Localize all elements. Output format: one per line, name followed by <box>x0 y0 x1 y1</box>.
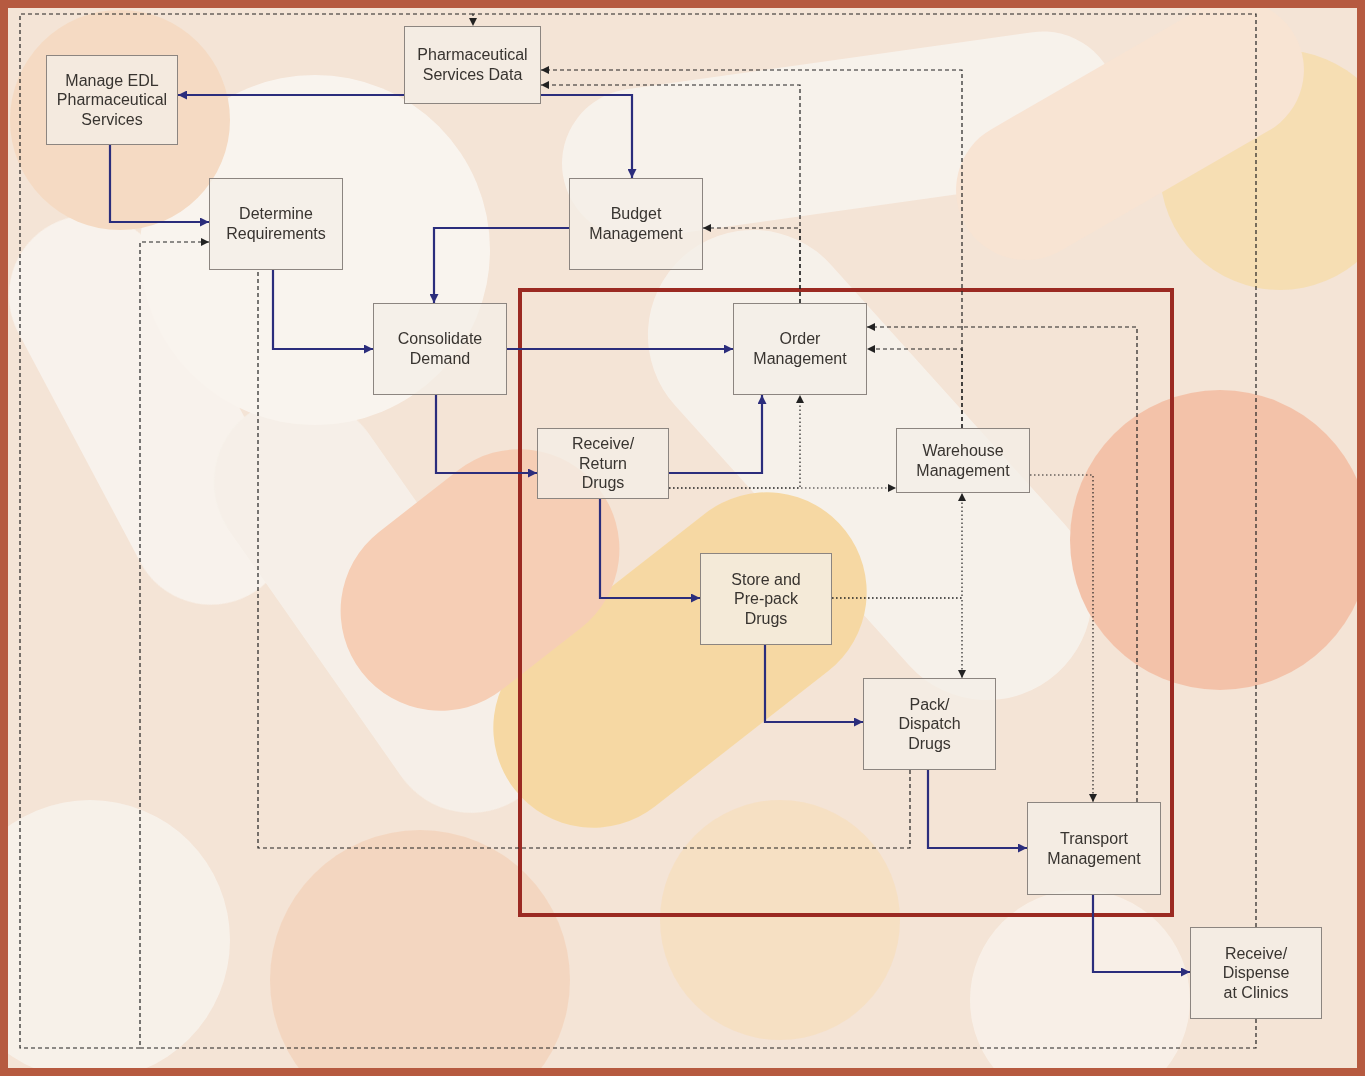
flow-arrow <box>178 94 404 96</box>
information-arrow <box>867 349 962 428</box>
flow-arrow <box>436 395 537 473</box>
information-arrow <box>669 487 896 488</box>
box-label: Warehouse Management <box>903 441 1023 480</box>
information-arrow <box>1030 475 1093 802</box>
process-box: Consolidate Demand <box>373 303 507 395</box>
information-arrow <box>832 598 962 678</box>
information-arrow <box>703 228 800 303</box>
flow-arrow <box>273 270 373 349</box>
box-label: Receive/ Dispense at Clinics <box>1216 944 1296 1003</box>
information-arrow <box>541 85 800 303</box>
information-arrow <box>541 70 962 428</box>
process-box: Pharmaceutical Services Data <box>404 26 541 104</box>
process-box: Warehouse Management <box>896 428 1030 493</box>
flow-arrow <box>765 645 863 722</box>
process-box: Manage EDL Pharmaceutical Services <box>46 55 178 145</box>
flow-arrow <box>507 348 733 350</box>
process-box: Store and Pre-pack Drugs <box>700 553 832 645</box>
information-arrow <box>669 395 800 488</box>
box-label: Consolidate Demand <box>380 329 500 368</box>
process-box: Transport Management <box>1027 802 1161 895</box>
box-label: Order Management <box>740 329 860 368</box>
flow-arrow <box>541 95 632 178</box>
information-arrow <box>258 270 910 848</box>
flow-arrow <box>1093 895 1190 972</box>
feedback-loop-line <box>20 14 473 1048</box>
process-box: Receive/ Dispense at Clinics <box>1190 927 1322 1019</box>
box-label: Transport Management <box>1034 829 1154 868</box>
box-label: Store and Pre-pack Drugs <box>724 570 809 629</box>
flow-arrow <box>434 228 569 303</box>
box-label: Pack/ Dispatch Drugs <box>890 695 970 754</box>
scope-boundary <box>520 290 1172 915</box>
information-arrow <box>140 242 1256 1048</box>
flow-arrow <box>600 499 700 598</box>
process-box: Determine Requirements <box>209 178 343 270</box>
flow-arrow <box>669 395 762 473</box>
process-box: Pack/ Dispatch Drugs <box>863 678 996 770</box>
box-label: Pharmaceutical Services Data <box>411 45 534 84</box>
frame <box>4 4 1361 1072</box>
process-box: Receive/ Return Drugs <box>537 428 669 499</box>
box-label: Receive/ Return Drugs <box>563 434 643 493</box>
box-label: Determine Requirements <box>216 204 336 243</box>
flow-arrow <box>928 770 1027 848</box>
process-box: Budget Management <box>569 178 703 270</box>
box-label: Manage EDL Pharmaceutical Services <box>53 71 171 130</box>
flow-arrow <box>110 145 209 222</box>
information-arrow <box>473 14 1256 927</box>
information-arrow <box>832 493 962 598</box>
information-arrow <box>867 327 1137 802</box>
process-box: Order Management <box>733 303 867 395</box>
box-label: Budget Management <box>576 204 696 243</box>
